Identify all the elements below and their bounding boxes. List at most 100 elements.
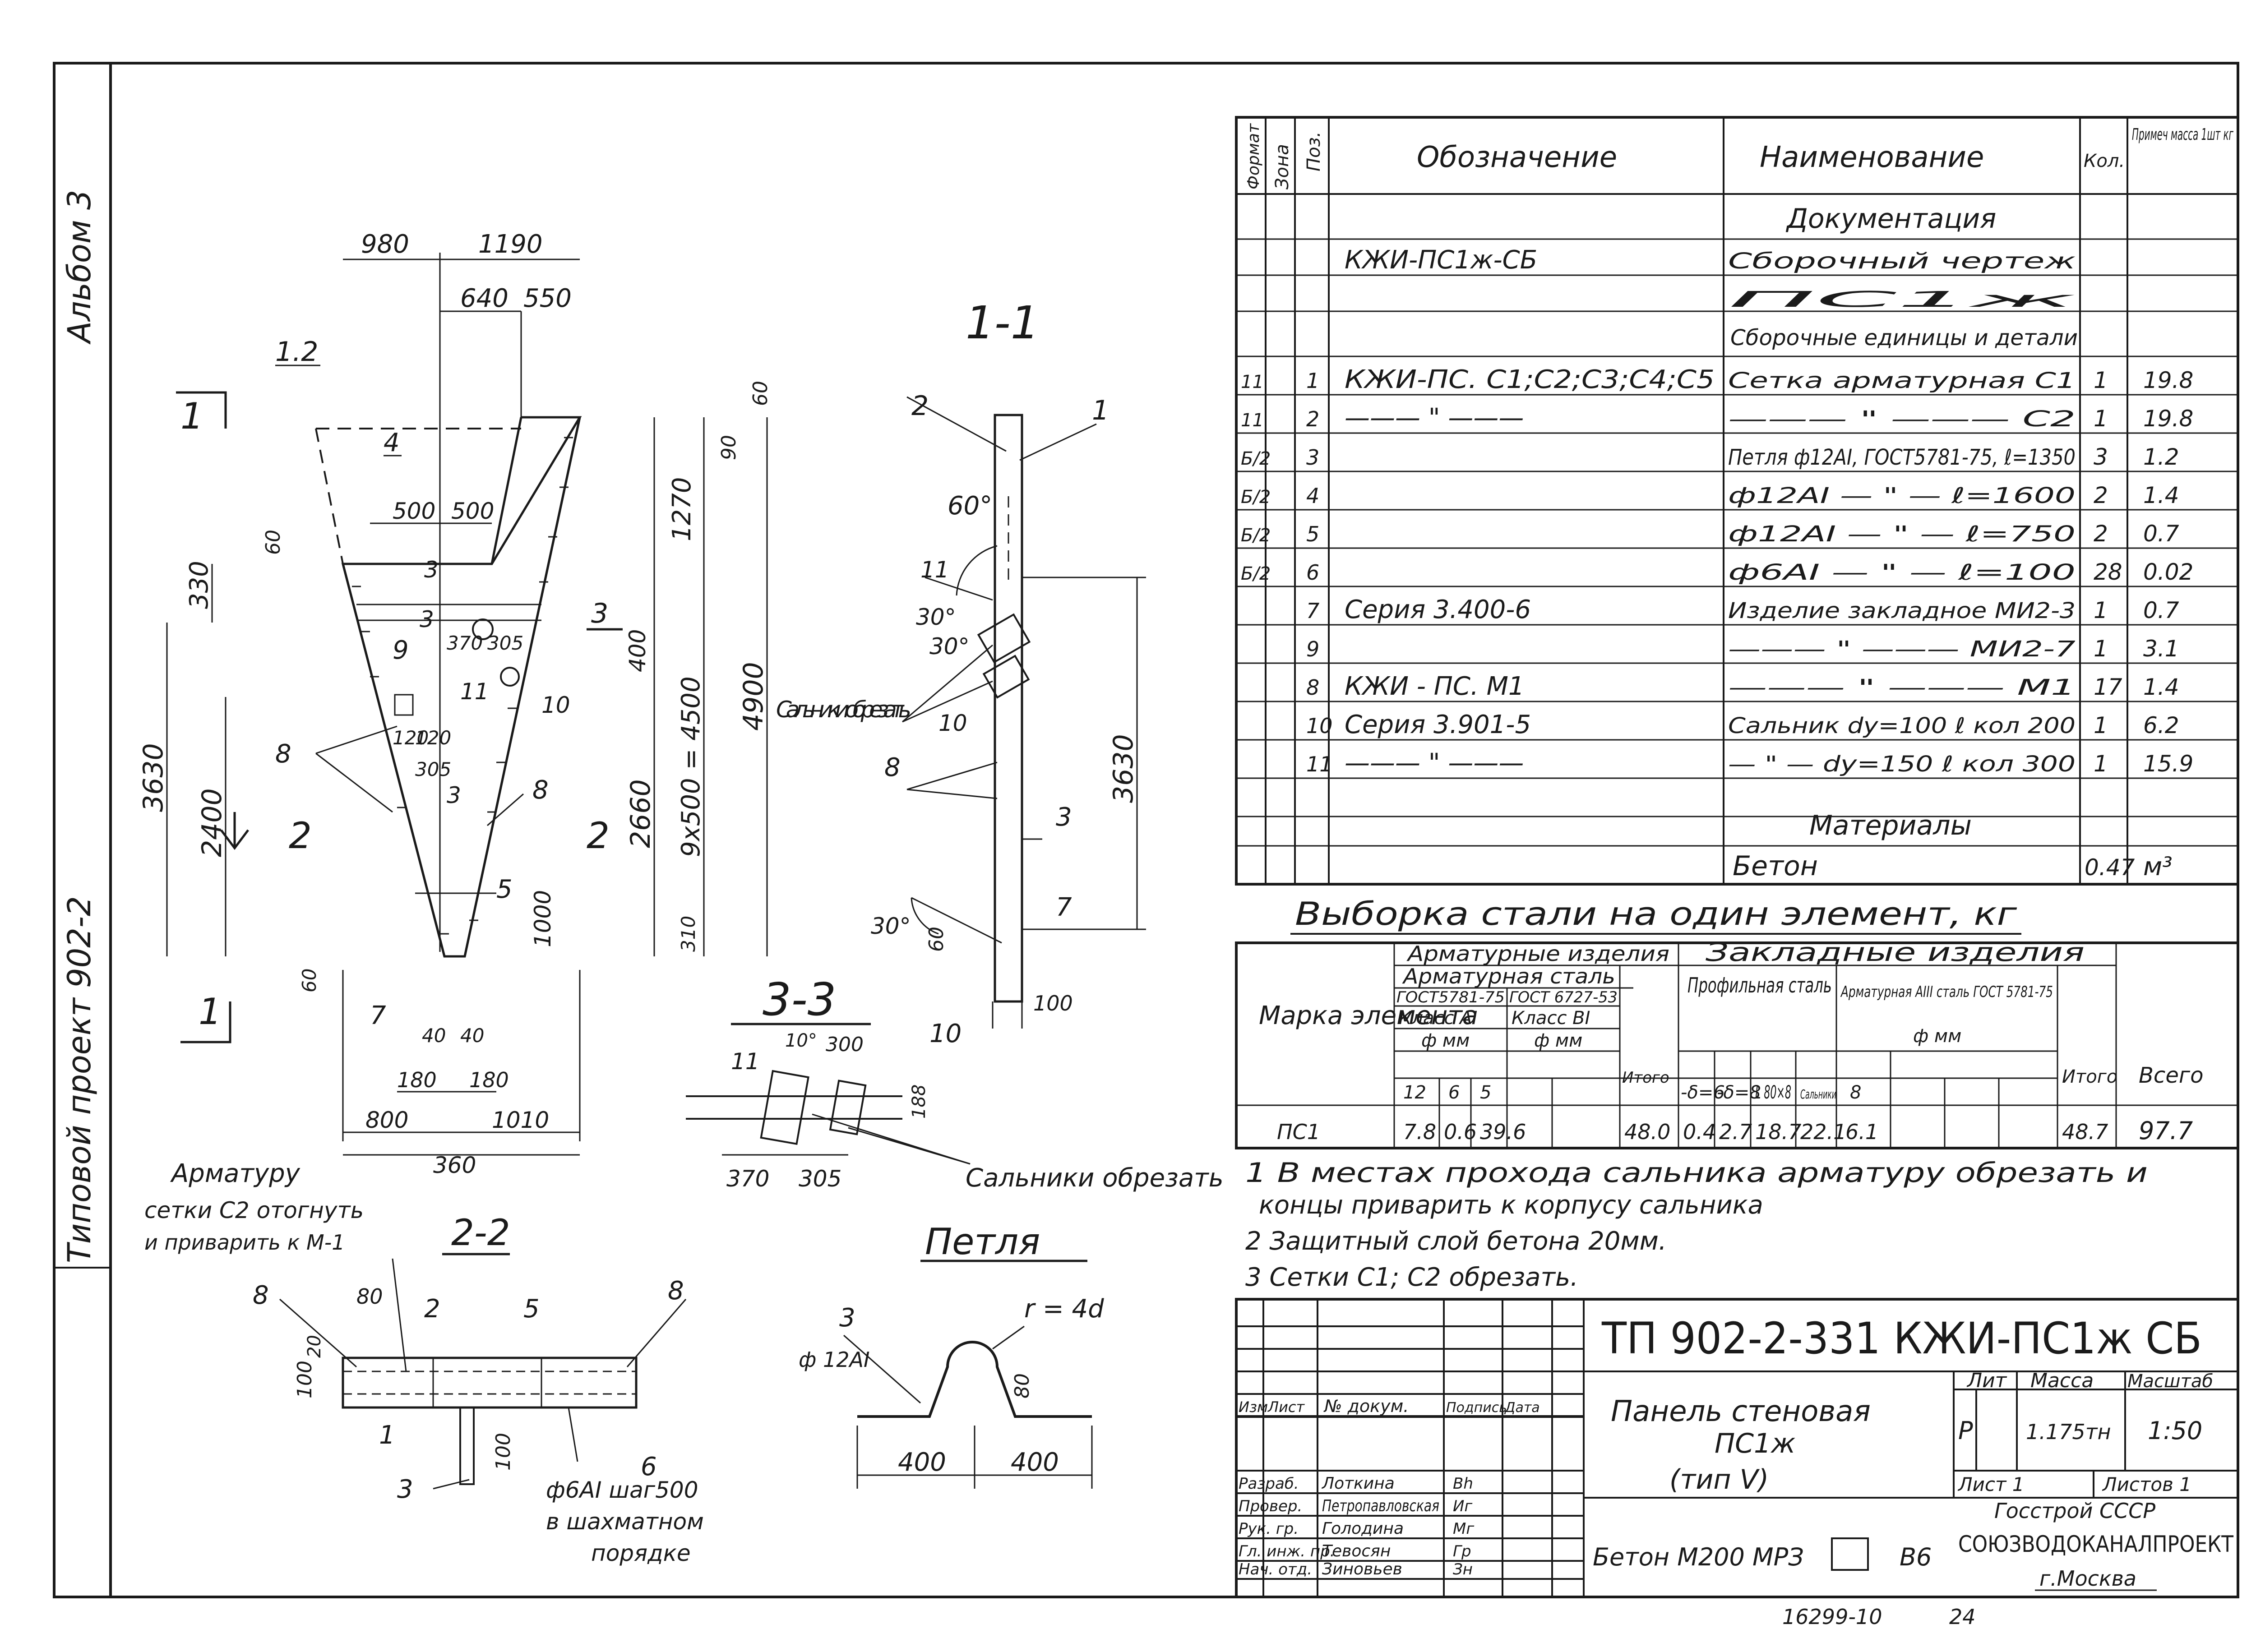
dim-120a: 120 (393, 727, 429, 749)
stamp-role: Рук. гр. (1239, 1520, 1299, 1538)
spec-cell-format: Б/2 (1241, 525, 1271, 546)
project-label: Типовой проект 902-2 (61, 896, 98, 1263)
sec22-dim-20: 20 (304, 1335, 325, 1358)
spec-cell-naim: Сальник dy=100 ℓ кол 200 (1728, 713, 2076, 738)
title-lit: Р (1958, 1417, 1973, 1445)
stamp-signature: Зн (1453, 1560, 1473, 1578)
stamp-person: Тевосян (1322, 1542, 1391, 1560)
sec22-mark-8b: 8 (668, 1276, 684, 1306)
title-sheets: Листов 1 (2102, 1473, 2191, 1495)
dim-120b: 120 (415, 727, 451, 749)
steel-value-marka: ПС1 (1277, 1120, 1320, 1144)
stamp-signature: Гр (1453, 1542, 1471, 1560)
stamp-person: Голодина (1322, 1519, 1404, 1538)
spec-cell-poz: 8 (1306, 675, 1319, 700)
mark-10: 10 (541, 692, 570, 718)
spec-cell-naim: ——— " ——— МИ2-7 (1728, 637, 2076, 662)
steel-h-arm-stal: Арматурная сталь (1402, 964, 1615, 988)
sec22-note-1: ф6АI шаг500 (546, 1477, 698, 1503)
spec-cell-prim: 1.4 (2143, 482, 2179, 508)
dim-90: 90 (717, 435, 740, 460)
spec-h-poz: Поз. (1304, 131, 1324, 171)
dim-2660: 2660 (625, 779, 656, 848)
stamp-person: Лоткина (1321, 1474, 1395, 1493)
loop-dim-400b: 400 (1011, 1448, 1059, 1477)
dim-500b: 500 (451, 498, 494, 524)
gland-circle-11 (472, 618, 494, 640)
stamp-h-list: Лист (1267, 1398, 1305, 1416)
spec-cell-naim: ——— " ——— М1 (1728, 675, 2076, 700)
spec-h-prim: Примеч масса 1шт кг (2132, 125, 2234, 144)
dim-370: 370 (447, 632, 483, 654)
stamp-signature: Мг (1453, 1520, 1475, 1538)
spec-cell-poz: 6 (1306, 560, 1319, 585)
title-code: ТП 902-2-331 КЖИ-ПС1ж СБ (1601, 1313, 2202, 1364)
section-3-3-title: 3-3 (763, 973, 836, 1026)
title-scale-h: Масштаб (2127, 1371, 2213, 1392)
sec33-mark-11: 11 (731, 1048, 760, 1075)
sec11-angle-30a: 30° (916, 604, 956, 630)
steel-h-prof: Профильная сталь (1687, 973, 1832, 997)
sec11-dim-100: 100 (1033, 991, 1073, 1015)
spec-cell-poz: 10 (1306, 714, 1333, 738)
steel-subheader: L 80×8 (1755, 1082, 1791, 1103)
sec11-mark-7: 7 (1056, 893, 1072, 922)
steel-h-gost2: ГОСТ 6727-53 (1509, 988, 1618, 1006)
section-1-1: 1-1 2 1 60° 11 30° 30° 10 8 3 7 30° 60 1… (776, 296, 1146, 1029)
title-sheet: Лист 1 (1957, 1473, 2025, 1495)
spec-cell-prim: 19.8 (2143, 406, 2193, 432)
dim-9x500: 9x500 = 4500 (676, 676, 706, 857)
spec-cell-poz: 4 (1306, 484, 1319, 508)
sec22-dim-100a: 100 (293, 1361, 316, 1398)
section-marker-3-left: 3 (420, 606, 434, 632)
title-name-2: ПС1ж (1715, 1428, 1795, 1459)
dim-305a: 305 (487, 632, 523, 654)
spec-cell-kol: 2 (2094, 482, 2108, 508)
stamp-person: Петропавловская (1322, 1497, 1439, 1515)
spec-cell-format: 11 (1241, 372, 1264, 392)
stamp-h-doc: № докум. (1323, 1396, 1409, 1416)
steel-h-klass1: Класс АI (1399, 1008, 1477, 1029)
spec-section-docs: Документация (1785, 203, 1996, 235)
steel-value-v12: 7.8 (1403, 1120, 1436, 1144)
steel-table: Выборка стали на один элемент, кг (1235, 895, 2239, 1149)
title-concrete: Бетон М200 МРЗ (1593, 1543, 1804, 1571)
loop-dim-80: 80 (1011, 1373, 1034, 1398)
spec-cell-naim: ф12АI — " — ℓ=750 (1728, 521, 2076, 547)
sec33-dim-370: 370 (726, 1166, 769, 1192)
dim-550: 550 (523, 284, 572, 313)
stamp-signature: Иг (1453, 1497, 1473, 1515)
spec-concrete-unit: м³ (2143, 852, 2173, 881)
sec22-mark-3: 3 (397, 1475, 413, 1504)
dim-310: 310 (677, 916, 699, 952)
spec-h-kol: Кол. (2084, 151, 2125, 171)
embedded-part-9 (394, 694, 414, 716)
sec11-angle-60: 60° (948, 491, 992, 521)
spec-cell-prim: 0.02 (2143, 559, 2193, 585)
sec11-mark-3: 3 (1056, 803, 1072, 832)
sec11-dim-60: 60 (925, 927, 948, 952)
title-scale: 1:50 (2148, 1417, 2202, 1445)
spec-cell-poz: 1 (1306, 369, 1319, 393)
mark-5: 5 (496, 875, 513, 904)
steel-subheader: -δ=8 (1717, 1082, 1761, 1103)
title-block: ТП 902-2-331 КЖИ-ПС1ж СБ Панель стеновая… (1235, 1298, 2239, 1629)
spec-cell-oboz: ——— " ——— (1345, 748, 1524, 778)
steel-value-itogo1: 48.0 (1624, 1120, 1670, 1144)
mark-11: 11 (460, 678, 489, 705)
note-1: 1 В местах прохода сальника арматуру обр… (1245, 1157, 2148, 1189)
steel-value-vsego: 97.7 (2139, 1117, 2193, 1145)
loop-mark-3: 3 (839, 1303, 855, 1333)
steel-h-gost1: ГОСТ5781-75 (1396, 988, 1505, 1006)
spec-cell-prim: 1.4 (2143, 674, 2179, 700)
sec22-mark-8a: 8 (253, 1281, 269, 1310)
spec-cell-kol: 2 (2094, 521, 2108, 547)
album-label: Альбом 3 (61, 190, 98, 345)
spec-cell-prim: 19.8 (2143, 367, 2193, 393)
section-2-2: Арматуру сетки С2 отогнуть и приварить к… (144, 1159, 704, 1566)
title-b6: В6 (1900, 1543, 1932, 1571)
dim-3630a: 3630 (138, 743, 169, 812)
dim-1010: 1010 (492, 1107, 549, 1133)
spec-cell-kol: 1 (2094, 636, 2108, 662)
